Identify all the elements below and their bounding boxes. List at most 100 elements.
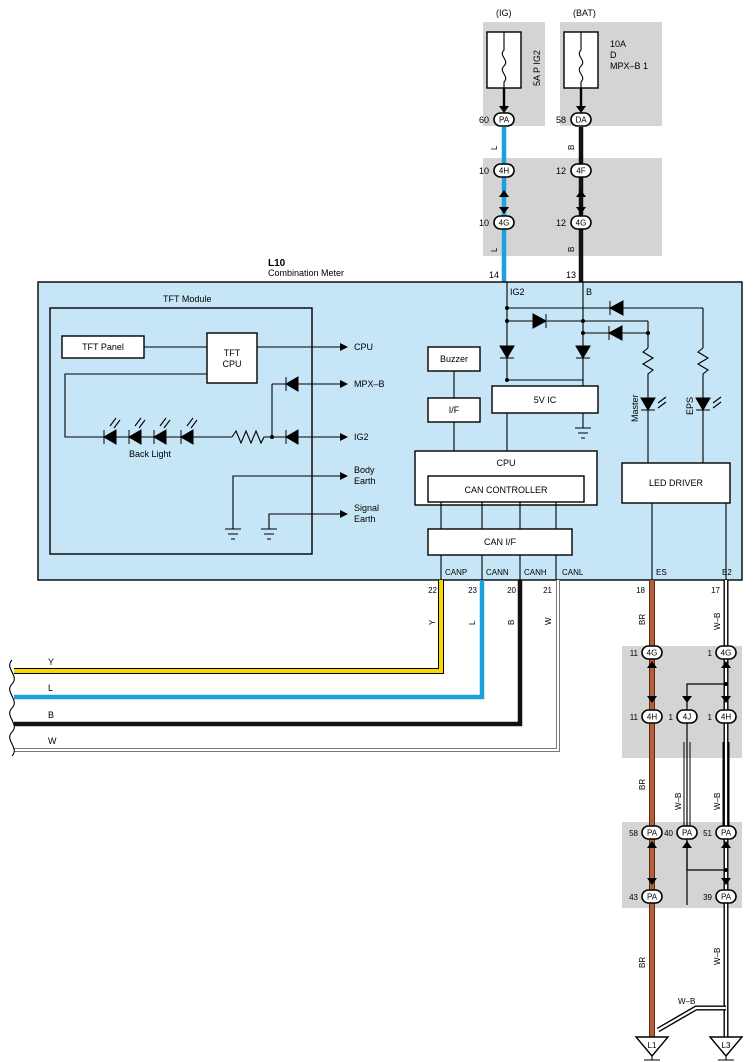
es-pa43-connector <box>641 889 663 904</box>
pin-label-canp: CANP <box>445 568 467 577</box>
pa40-code: PA <box>682 829 693 838</box>
es-pa58-code: PA <box>647 829 658 838</box>
ig-fuse-element <box>501 32 507 88</box>
pin-label-cann: CANN <box>486 568 509 577</box>
ig-4h-pin: 10 <box>479 166 489 176</box>
e2-pa39-code: PA <box>721 893 732 902</box>
power-diode-3 <box>532 313 548 329</box>
pin-label-es: ES <box>656 568 667 577</box>
ig-fuse-arrow <box>499 106 509 113</box>
can-controller-block <box>427 475 585 503</box>
node-4 <box>581 331 585 335</box>
meter-label-b: B <box>586 287 592 297</box>
buzzer-label: Buzzer <box>440 354 468 364</box>
e2-pa39-connector <box>715 889 737 904</box>
bat-junction-arrows <box>576 190 586 214</box>
led-light-rays <box>657 396 722 409</box>
node-5 <box>646 331 650 335</box>
4j-pin: 1 <box>669 713 674 722</box>
power-diode-4 <box>608 300 624 316</box>
bat-4f-pin: 12 <box>556 166 566 176</box>
wire-label-wb-2: W–B <box>674 793 683 810</box>
es-4g-code: 4G <box>647 649 658 658</box>
bat-4f-connector <box>570 163 592 178</box>
pin-num-18: 18 <box>636 586 645 595</box>
wire-label-wb-3: W–B <box>713 793 722 810</box>
body-earth-ground-icon <box>225 528 241 540</box>
pa40-pin: 40 <box>664 829 673 838</box>
ig-4h-code: 4H <box>499 167 509 176</box>
l3-ground-triangle <box>708 1036 744 1058</box>
ic-ground-icon <box>575 427 591 439</box>
wire-label-b-vert: B <box>507 620 516 625</box>
ground-l3-label: L3 <box>722 1041 731 1050</box>
signal-earth-arrow <box>340 510 348 518</box>
pin-num-17: 17 <box>711 586 720 595</box>
cpu-can-links <box>440 502 557 529</box>
4j-code: 4J <box>683 713 691 722</box>
canh-wire-black <box>14 580 523 727</box>
power-diode-2 <box>575 345 591 359</box>
es-4g-pin: 11 <box>630 649 639 658</box>
l1-earth-icon <box>644 1056 660 1061</box>
tft-out-ig2: IG2 <box>354 432 369 442</box>
can-if-label: CAN I/F <box>484 537 517 547</box>
body-earth-1: Body <box>354 465 375 475</box>
power-diode-5 <box>607 325 623 341</box>
cann-wire-blue <box>14 580 485 700</box>
4j-connector <box>676 709 698 724</box>
tft-cpu-line2: CPU <box>222 359 241 369</box>
tft-panel-label: TFT Panel <box>82 342 124 352</box>
tft-out-mpxb: MPX–B <box>354 379 385 389</box>
e2-pa51-code: PA <box>721 829 732 838</box>
pin-num-20: 20 <box>507 586 516 595</box>
eps-resistor <box>696 347 710 398</box>
backlight-resistor <box>231 429 290 445</box>
can-if-pin-links <box>440 555 557 580</box>
pa40-connector <box>676 825 698 840</box>
junction-node-1 <box>724 682 728 686</box>
ig-4g-connector <box>493 215 515 230</box>
cpu-label: CPU <box>496 458 515 468</box>
es-4h-connector <box>641 709 663 724</box>
node-6 <box>505 378 509 382</box>
node-1 <box>505 306 509 310</box>
can-controller-label: CAN CONTROLLER <box>464 485 548 495</box>
wire-label-b-1: B <box>567 145 576 150</box>
canp-wire-outline <box>14 580 444 674</box>
es-4h-code: 4H <box>647 713 657 722</box>
wire-label-wb-1: W–B <box>713 613 722 630</box>
4j-arrow <box>682 696 692 703</box>
body-earth-line <box>232 475 340 529</box>
bat-fuse-line1: 10A <box>610 39 626 49</box>
mpxb-arrow <box>340 380 348 388</box>
bat-fuse-header: (BAT) <box>573 8 596 18</box>
signal-earth-line <box>268 513 340 529</box>
es-pa58-pin: 58 <box>629 829 638 838</box>
wire-label-br-1: BR <box>638 614 647 625</box>
canl-wire-white <box>14 580 559 751</box>
es-pa58-connector <box>641 825 663 840</box>
power-section-lines <box>506 282 704 451</box>
node-3 <box>581 319 585 323</box>
power-diode-1 <box>499 345 515 359</box>
ig-fuse-name: 5A P IG2 <box>532 50 542 86</box>
pin-label-e2: E2 <box>722 568 732 577</box>
e2-4h-connector <box>715 709 737 724</box>
e2-4g-pin: 1 <box>708 649 713 658</box>
wb-tie-white <box>657 1006 726 1031</box>
e2-pa51-connector <box>715 825 737 840</box>
five-v-ic-label: 5V IC <box>534 395 557 405</box>
tft-cpu-line1: TFT <box>224 348 241 358</box>
wire-label-l-2: L <box>490 247 499 252</box>
wire-label-wb-5: W–B <box>678 997 695 1006</box>
tft-cpu <box>206 332 258 384</box>
es-pa43-code: PA <box>647 893 658 902</box>
wire-label-y: Y <box>48 657 54 667</box>
bat-4f-code: 4F <box>576 167 585 176</box>
led-driver-label: LED DRIVER <box>649 478 704 488</box>
bat-4g-code: 4G <box>576 219 587 228</box>
pin-num-23: 23 <box>468 586 477 595</box>
bat-fuse-line3: MPX–B 1 <box>610 61 648 71</box>
wire-label-br-2: BR <box>638 779 647 790</box>
